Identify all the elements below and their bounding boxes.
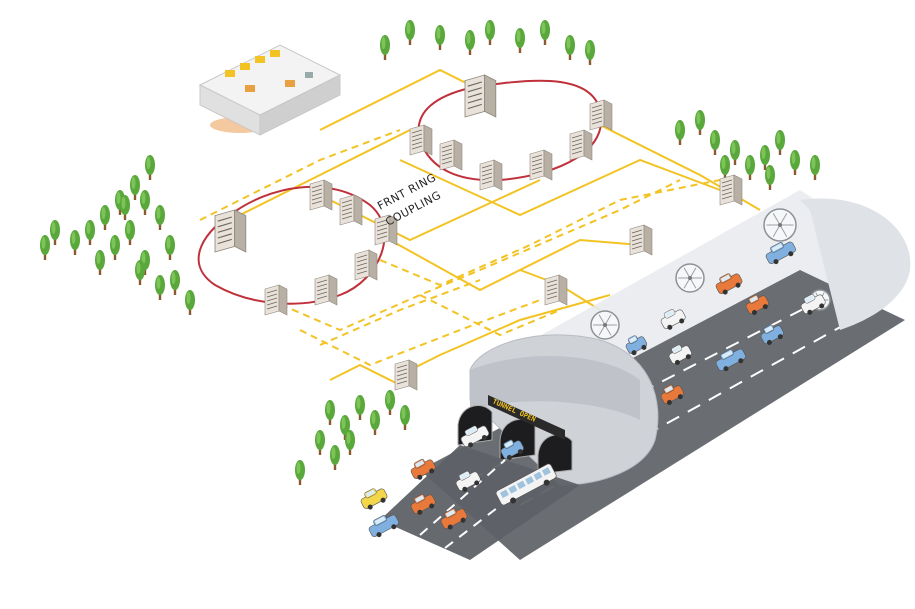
tree-icon [465,30,475,55]
backbone-links [239,68,761,386]
switch-icon [309,179,333,211]
truck-icon [715,348,746,372]
tree-icon [85,220,95,245]
tree-icon [400,405,410,430]
fan-icon [763,208,797,242]
tree-icon [345,430,355,455]
tree-icon [325,400,335,425]
switch-icon [374,214,398,246]
tree-icon [760,145,770,170]
tree-icon [370,410,380,435]
switch-icon [479,159,503,191]
trees-layer [40,20,820,485]
tree-icon [435,25,445,50]
bus-icon [495,463,557,506]
switch-icon [214,209,247,253]
tree-icon [720,155,730,180]
tree-icon [745,155,755,180]
switch-icon [409,124,433,156]
car-icon [625,335,648,356]
tree-icon [135,260,145,285]
tree-icon [710,130,720,155]
fan-icon [590,310,620,340]
tree-icon [100,205,110,230]
tunnel: TUNNEL OPEN [420,190,911,560]
car-icon [410,459,436,480]
car-icon [660,309,686,330]
car-icon [460,425,490,448]
switch-icon [394,359,418,391]
vehicles-front-layer [360,459,557,538]
tree-icon [95,250,105,275]
tree-icon [125,220,135,245]
tree-icon [340,415,350,440]
switch-icon [589,99,613,131]
backup-links [199,129,721,367]
tree-icon [295,460,305,485]
tree-icon [120,195,130,220]
tree-icon [170,270,180,295]
switch-icon [629,224,653,256]
tree-icon [765,165,775,190]
car-icon [715,273,743,295]
control-room-icon [198,44,342,136]
car-icon [410,494,436,515]
switches-layer [214,74,743,391]
switch-icon [264,284,288,316]
switch-icon [569,129,593,161]
tree-icon [70,230,80,255]
vehicles-layer [460,241,826,460]
tree-icon [130,175,140,200]
switch-icon [354,249,378,281]
switch-icon [529,149,553,181]
tree-icon [355,395,365,420]
tree-icon [515,28,525,53]
tree-icon [50,220,60,245]
car-icon [668,344,692,365]
car-icon [360,488,388,510]
truck-icon [765,241,796,265]
tree-icon [165,235,175,260]
tree-icon [380,35,390,60]
car-icon [455,471,481,492]
tree-icon [790,150,800,175]
switch-icon [439,139,463,171]
tree-icon [145,155,155,180]
tree-icon [110,235,120,260]
tree-icon [730,140,740,165]
car-icon [500,439,524,460]
tree-icon [155,205,165,230]
tree-icon [485,20,495,45]
fan-icon [675,263,705,293]
tree-icon [140,190,150,215]
tree-icon [155,275,165,300]
tree-icon [810,155,820,180]
switch-icon [464,74,497,118]
switch-icon [719,174,743,206]
tree-icon [405,20,415,45]
tree-icon [40,235,50,260]
switch-icon [544,274,568,306]
car-icon [745,294,769,315]
car-icon [800,294,826,315]
tree-icon [585,40,595,65]
car-icon [440,508,468,530]
switch-icon [314,274,338,306]
car-icon [760,324,784,345]
tree-icon [565,35,575,60]
tree-icon [330,445,340,470]
tree-icon [385,390,395,415]
tree-icon [675,120,685,145]
tree-icon [540,20,550,45]
tree-icon [315,430,325,455]
truck-icon [368,514,399,538]
tree-icon [775,130,785,155]
car-icon [660,384,684,405]
tree-icon [185,290,195,315]
tree-icon [695,110,705,135]
switch-icon [339,194,363,226]
